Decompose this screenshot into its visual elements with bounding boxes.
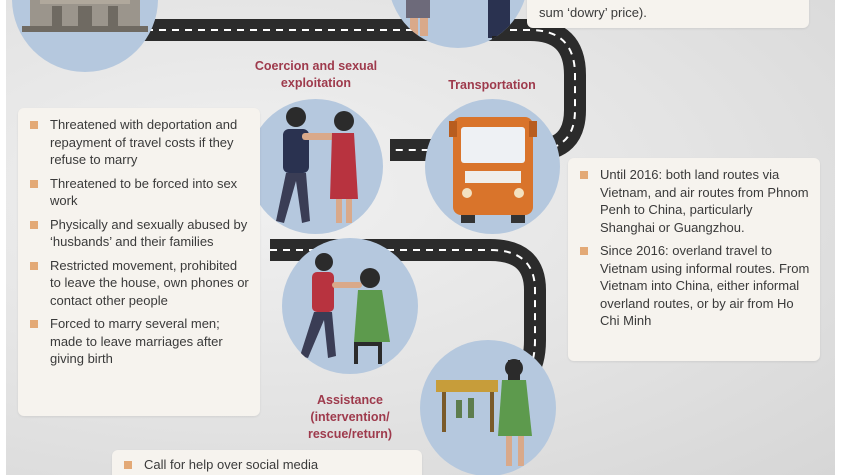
- assistance-circle: [282, 238, 418, 374]
- coercion-item-5: Forced to marry several men; made to lea…: [24, 315, 250, 368]
- village-circle: [420, 340, 556, 475]
- village-woman-icon: [436, 359, 532, 466]
- dowry-text: sum ‘dowry’ price).: [539, 5, 647, 20]
- page-edge-left: [0, 0, 6, 475]
- assistance-item-1: Call for help over social media: [118, 456, 412, 474]
- transport-box: Until 2016: both land routes via Vietnam…: [568, 158, 820, 361]
- stage-assistance-label: Assistance (intervention/ rescue/return): [307, 393, 393, 441]
- assistance-couple-icon: [300, 253, 390, 364]
- coercion-item-4: Restricted movement, prohibited to leave…: [24, 257, 250, 310]
- dowry-info-box: sum ‘dowry’ price).: [527, 0, 809, 28]
- assistance-list: Call for help over social media: [118, 456, 412, 474]
- assistance-box: Call for help over social media: [112, 450, 422, 475]
- transport-item-1: Until 2016: both land routes via Vietnam…: [574, 166, 810, 236]
- coercion-list: Threatened with deportation and repaymen…: [24, 116, 250, 368]
- bus-circle: [425, 99, 560, 234]
- transport-item-2: Since 2016: overland travel to Vietnam u…: [574, 242, 810, 330]
- page-edge-right: [835, 0, 841, 475]
- house-icon: [22, 0, 148, 32]
- transport-list: Until 2016: both land routes via Vietnam…: [574, 166, 810, 330]
- coercion-box: Threatened with deportation and repaymen…: [18, 108, 260, 416]
- stage-transportation-label: Transportation: [448, 78, 536, 92]
- couple-icon: [406, 0, 510, 42]
- bus-icon: [449, 117, 537, 223]
- coercion-item-1: Threatened with deportation and repaymen…: [24, 116, 250, 169]
- coercion-item-2: Threatened to be forced into sex work: [24, 175, 250, 210]
- coercion-item-3: Physically and sexually abused by ‘husba…: [24, 216, 250, 251]
- stage-coercion-label: Coercion and sexual exploitation: [254, 59, 378, 90]
- coercion-couple-icon: [276, 107, 358, 223]
- coercion-circle: [248, 99, 383, 234]
